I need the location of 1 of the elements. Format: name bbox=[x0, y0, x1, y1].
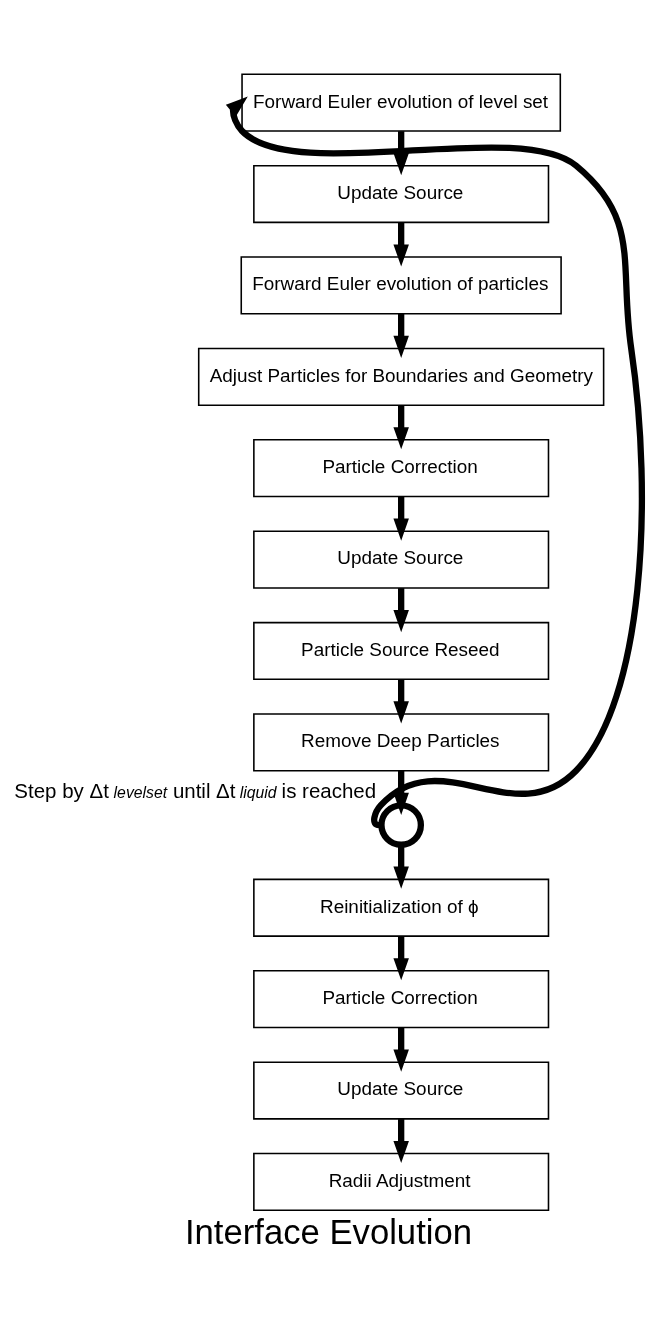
caption: Interface Evolution bbox=[184, 1213, 473, 1252]
